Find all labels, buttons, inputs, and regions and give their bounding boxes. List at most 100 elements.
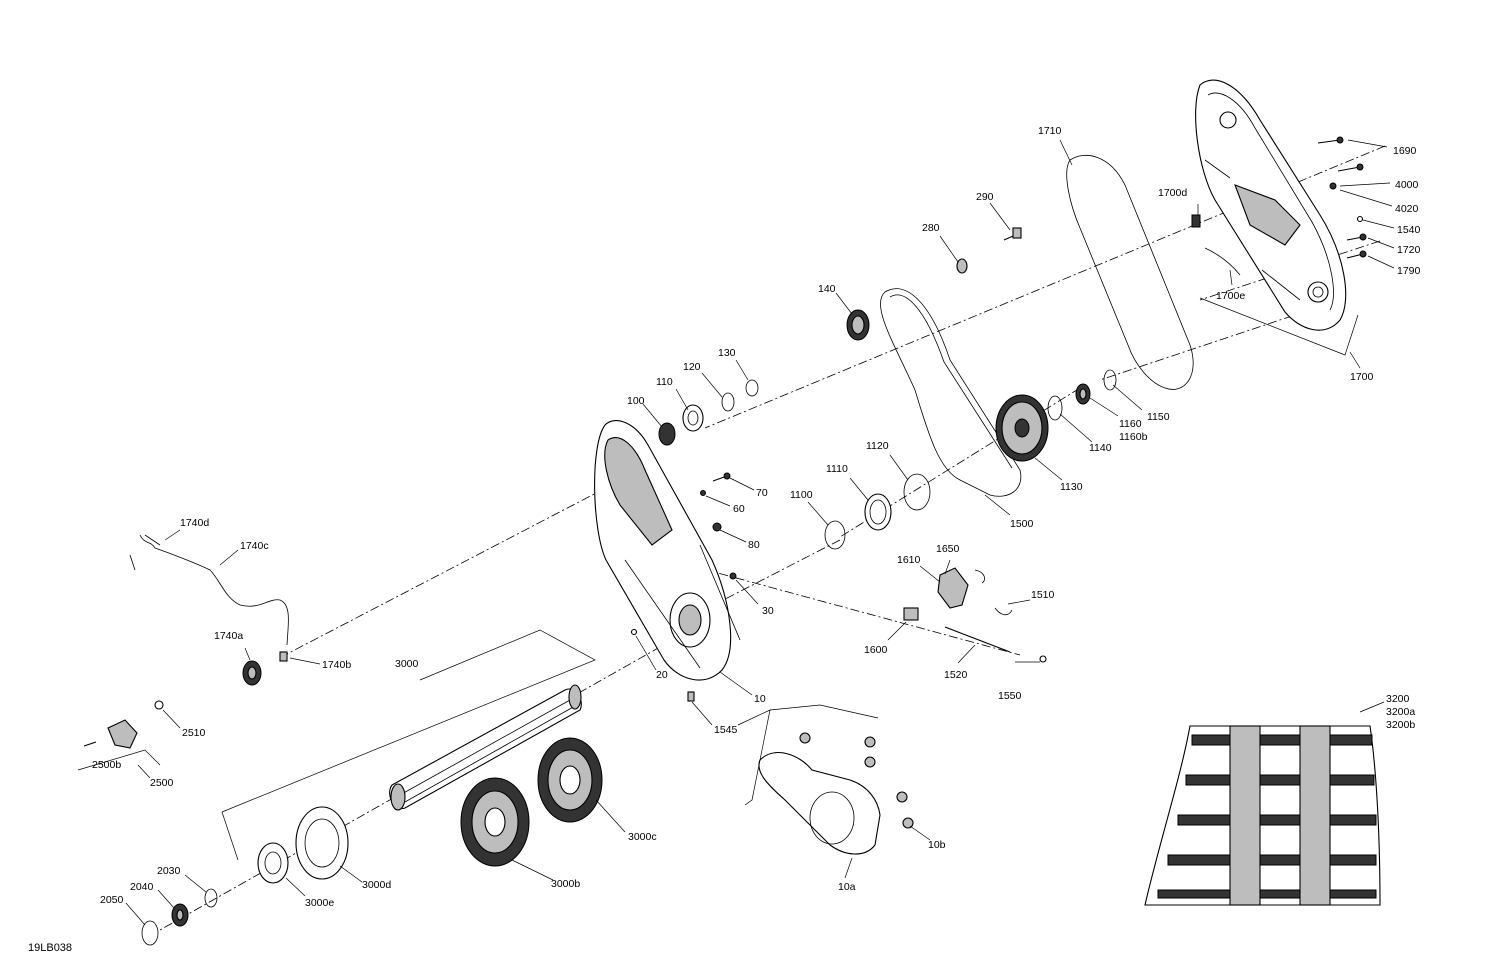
- ring-1120: [903, 473, 931, 511]
- drawing-id: 19LB038: [28, 942, 72, 954]
- callout-1120: 1120: [866, 440, 889, 452]
- callout-30: 30: [762, 605, 774, 617]
- callout-4020: 4020: [1395, 203, 1419, 215]
- cable-1740c: [129, 534, 289, 646]
- callout-1740b: 1740b: [322, 659, 351, 671]
- callout-1700e: 1700e: [1216, 290, 1245, 302]
- gear-2040: [171, 903, 189, 927]
- clip-1650: [974, 569, 986, 584]
- seal-100: [658, 422, 676, 446]
- callout-1740d: 1740d: [180, 517, 209, 529]
- gasket-1710: [1066, 154, 1194, 390]
- callout-1700: 1700: [1350, 371, 1374, 383]
- bearing-110: [682, 404, 704, 432]
- ring-120: [721, 392, 735, 412]
- ring-130: [745, 379, 759, 397]
- connector-1740b: [279, 651, 288, 662]
- callout-290: 290: [976, 191, 994, 203]
- callout-2500b: 2500b: [92, 759, 121, 771]
- cotter-1510: [994, 607, 1013, 616]
- washer-280: [956, 258, 968, 274]
- callout-1545: 1545: [714, 724, 738, 736]
- callout-1790: 1790: [1397, 265, 1421, 277]
- callout-10b: 10b: [928, 839, 946, 851]
- callout-10a: 10a: [838, 881, 856, 893]
- seal-1100: [824, 520, 846, 550]
- callout-1550: 1550: [998, 690, 1022, 702]
- bearing-3000e: [257, 842, 289, 884]
- callout-3000: 3000: [395, 658, 419, 670]
- callout-100: 100: [627, 395, 645, 407]
- callout-2030: 2030: [157, 865, 181, 877]
- callout-1740c: 1740c: [240, 540, 269, 552]
- callout-4000: 4000: [1395, 179, 1419, 191]
- callout-10: 10: [754, 693, 766, 705]
- bolt-290: [1003, 227, 1022, 241]
- callout-1650: 1650: [936, 543, 960, 555]
- ring-1150: [1103, 369, 1117, 391]
- callout-1150: 1150: [1147, 411, 1170, 423]
- leader-lines: [77, 139, 1395, 926]
- bracket-2500: [83, 700, 164, 749]
- callout-280: 280: [922, 222, 940, 234]
- callout-1740a: 1740a: [214, 630, 243, 642]
- wire-1700e: [1204, 247, 1241, 276]
- clip-1550: [1039, 655, 1047, 663]
- housing-fasteners: [630, 472, 737, 702]
- callout-2050: 2050: [100, 894, 124, 906]
- gasket-10a: [758, 752, 881, 855]
- callout-1610: 1610: [897, 554, 921, 566]
- callout-1160: 1160: [1119, 418, 1142, 430]
- ring-2030: [204, 888, 218, 908]
- callout-140: 140: [818, 283, 836, 295]
- callout-3000e: 3000e: [305, 897, 334, 909]
- callout-3200b: 3200b: [1386, 719, 1415, 731]
- ring-1140: [1047, 395, 1063, 421]
- callout-3000c: 3000c: [628, 831, 657, 843]
- callout-1130: 1130: [1060, 481, 1083, 493]
- callout-1540: 1540: [1397, 224, 1421, 236]
- callout-1710: 1710: [1038, 125, 1062, 137]
- chain-1500: [880, 288, 1022, 497]
- callout-1110: 1110: [826, 463, 848, 475]
- pin-1600: [903, 607, 919, 621]
- callout-1510: 1510: [1031, 589, 1055, 601]
- tensioner-1610: [937, 567, 969, 609]
- clip-1700d: [1191, 214, 1201, 228]
- callout-60: 60: [733, 503, 745, 515]
- cover-screws: [1317, 136, 1367, 259]
- callout-1690: 1690: [1393, 145, 1417, 157]
- callout-120: 120: [683, 361, 701, 373]
- callout-20: 20: [656, 669, 668, 681]
- bearing-1110: [864, 493, 892, 531]
- callout-1720: 1720: [1397, 244, 1421, 256]
- callout-2500: 2500: [150, 777, 174, 789]
- bearing-holder-3000d: [295, 806, 349, 880]
- track-3200: [1144, 725, 1381, 906]
- callout-labels: 1690 4000 4020 1540 1720 1790 1700 1700d…: [92, 125, 1421, 909]
- callout-80: 80: [748, 539, 760, 551]
- callout-1100: 1100: [790, 489, 813, 501]
- callout-130: 130: [718, 347, 736, 359]
- callout-3000d: 3000d: [362, 879, 391, 891]
- ring-2050: [141, 920, 159, 946]
- callout-2510: 2510: [182, 727, 206, 739]
- callout-1140: 1140: [1089, 442, 1112, 454]
- nuts-10b: [799, 732, 914, 829]
- sensor-1740a: [242, 660, 262, 686]
- drive-shaft-3000: [389, 684, 582, 811]
- sprocket-140: [846, 309, 870, 341]
- callout-1160b: 1160b: [1119, 431, 1148, 443]
- sprocket-3000c: [537, 737, 603, 823]
- callout-2040: 2040: [130, 881, 154, 893]
- callout-1520: 1520: [944, 669, 968, 681]
- gear-1130: [995, 394, 1049, 462]
- callout-1600: 1600: [864, 644, 888, 656]
- chaincase-housing-10: [594, 420, 741, 681]
- callout-110: 110: [656, 376, 673, 388]
- callout-3200: 3200: [1386, 693, 1410, 705]
- callout-1700d: 1700d: [1158, 187, 1187, 199]
- sprocket-3000b: [460, 777, 530, 867]
- bearing-1160: [1075, 383, 1091, 405]
